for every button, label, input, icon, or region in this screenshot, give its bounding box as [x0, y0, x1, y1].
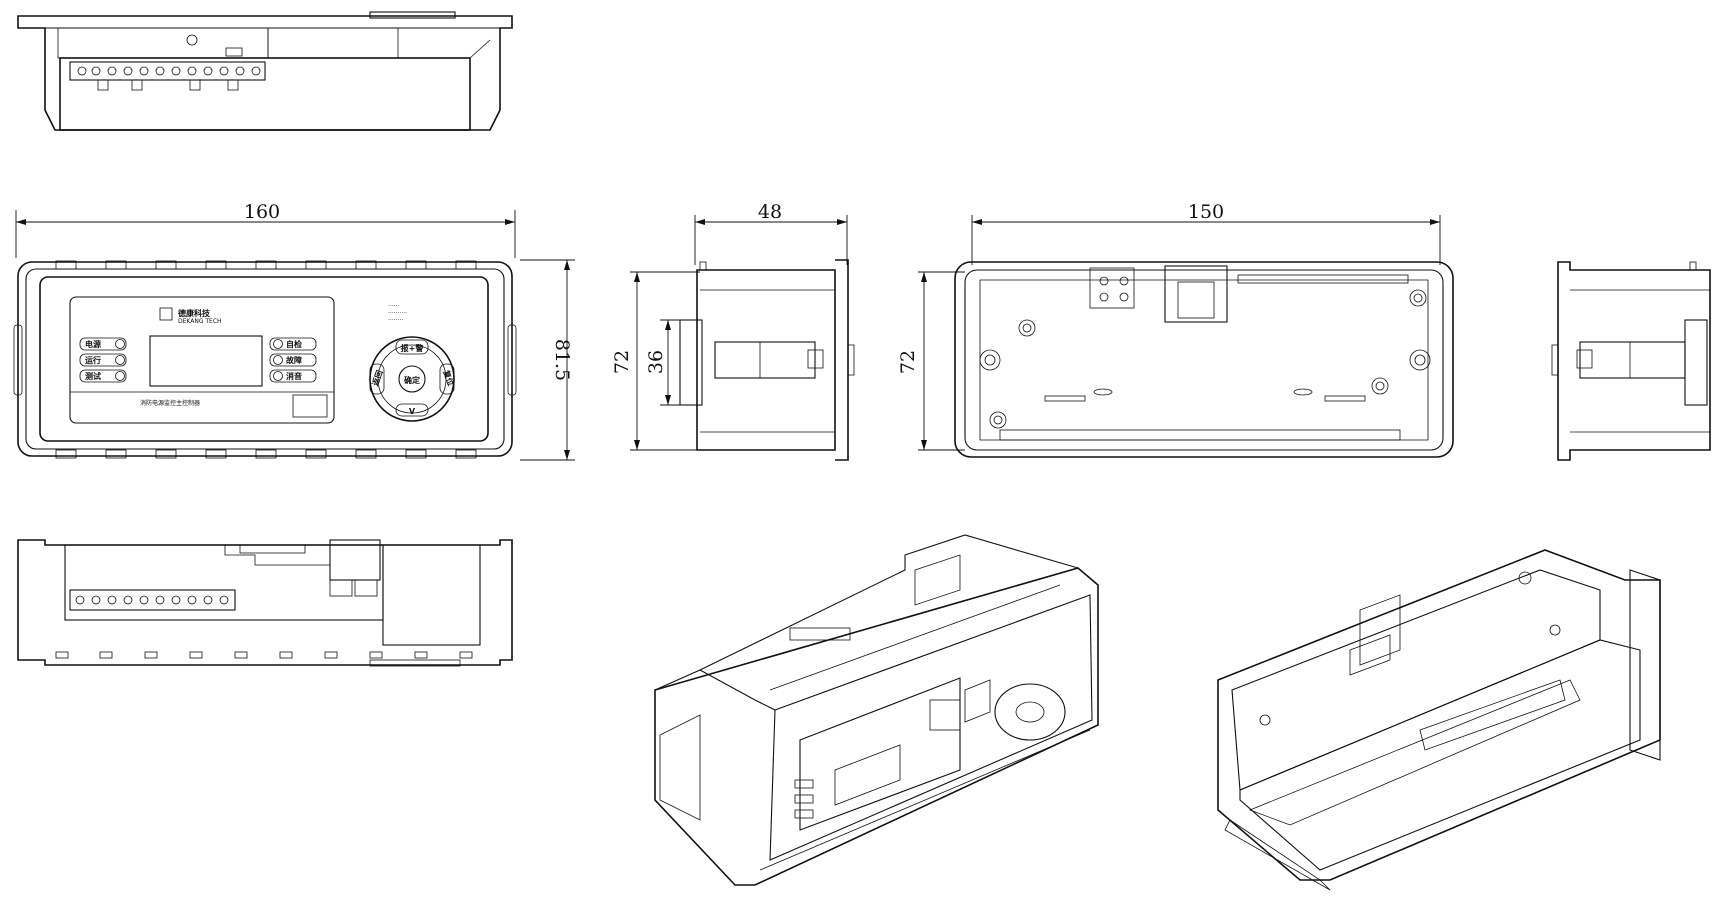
svg-text:运行: 运行	[85, 355, 101, 365]
ground-icon	[186, 34, 198, 46]
svg-text:自检: 自检	[286, 339, 302, 349]
left-keys: 电源 运行 测试	[79, 337, 127, 383]
dim-front-height: 81.5	[551, 339, 573, 381]
logo: 德康科技 DEKANG TECH	[159, 307, 222, 325]
nav-center-label: 确定	[404, 375, 420, 385]
svg-text:电源: 电源	[85, 339, 101, 349]
svg-text:........: ........	[388, 315, 403, 322]
top-view	[17, 11, 513, 131]
top-terminal-block	[77, 66, 261, 76]
isometric-front-view	[654, 534, 1099, 886]
svg-text:测试: 测试	[85, 371, 101, 381]
dim-front-width: 160	[244, 201, 280, 223]
nav-down-label: V	[409, 407, 416, 416]
svg-text:..........: ..........	[388, 308, 407, 315]
dim-side-height: 72	[611, 350, 633, 374]
dim-back-width: 150	[1188, 201, 1224, 223]
svg-text:......: ......	[388, 301, 400, 308]
nav-up-label: 报+警	[401, 343, 424, 353]
right-keys: 自检 故障 消音	[269, 337, 317, 383]
right-side-view	[1551, 261, 1711, 461]
svg-text:返回: 返回	[370, 369, 385, 387]
svg-text:故障: 故障	[286, 355, 302, 365]
label-area	[292, 394, 328, 418]
bottom-view	[17, 539, 513, 667]
dim-back-height: 72	[897, 350, 919, 374]
svg-text:德康科技: 德康科技	[178, 308, 211, 318]
dim-side-depth: 48	[758, 201, 782, 223]
back-view: 150 72	[897, 201, 1454, 458]
dim-side-inner: 36	[645, 350, 667, 374]
nav-keypad: ...... .......... ........ 报+警 确定 V 返回 复…	[369, 301, 456, 422]
lcd-screen	[149, 335, 263, 387]
front-view: 160 81.5 德康科技 D	[13, 201, 575, 461]
svg-text:DEKANG TECH: DEKANG TECH	[178, 318, 222, 325]
side-view: 48 72 36	[611, 201, 855, 461]
svg-text:消音: 消音	[286, 371, 302, 381]
product-name: 消防电源监控主控制器	[140, 399, 200, 407]
isometric-back-view	[1217, 549, 1661, 891]
